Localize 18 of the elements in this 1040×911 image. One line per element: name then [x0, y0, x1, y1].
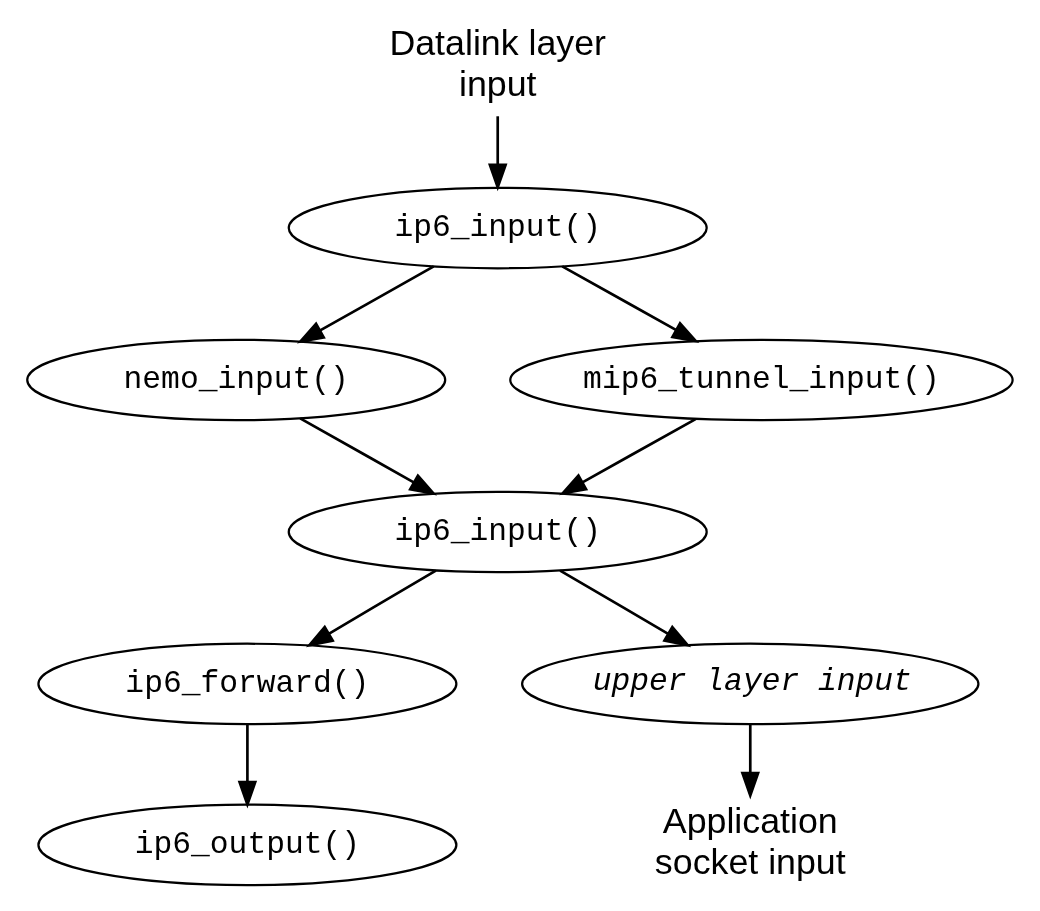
- node-text: Application socket input: [654, 800, 846, 881]
- arrow: [237, 724, 258, 808]
- arrow: [296, 264, 435, 344]
- node-ellipse: nemo_input(): [26, 338, 447, 421]
- arrow: [305, 569, 437, 647]
- node-ellipse: upper layer input: [521, 642, 980, 725]
- node-text: Datalink layer input: [389, 22, 607, 104]
- node-ellipse: ip6_forward(): [37, 642, 458, 725]
- node-ellipse: ip6_output(): [37, 803, 458, 886]
- arrow: [559, 417, 697, 495]
- arrow: [299, 416, 438, 496]
- node-ellipse: ip6_input(): [287, 186, 708, 269]
- arrow: [561, 264, 700, 343]
- node-ellipse: ip6_input(): [287, 490, 708, 573]
- arrow: [488, 115, 508, 191]
- arrow: [740, 724, 760, 800]
- node-ellipse: mip6_tunnel_input(): [509, 338, 1014, 421]
- arrow: [559, 569, 692, 647]
